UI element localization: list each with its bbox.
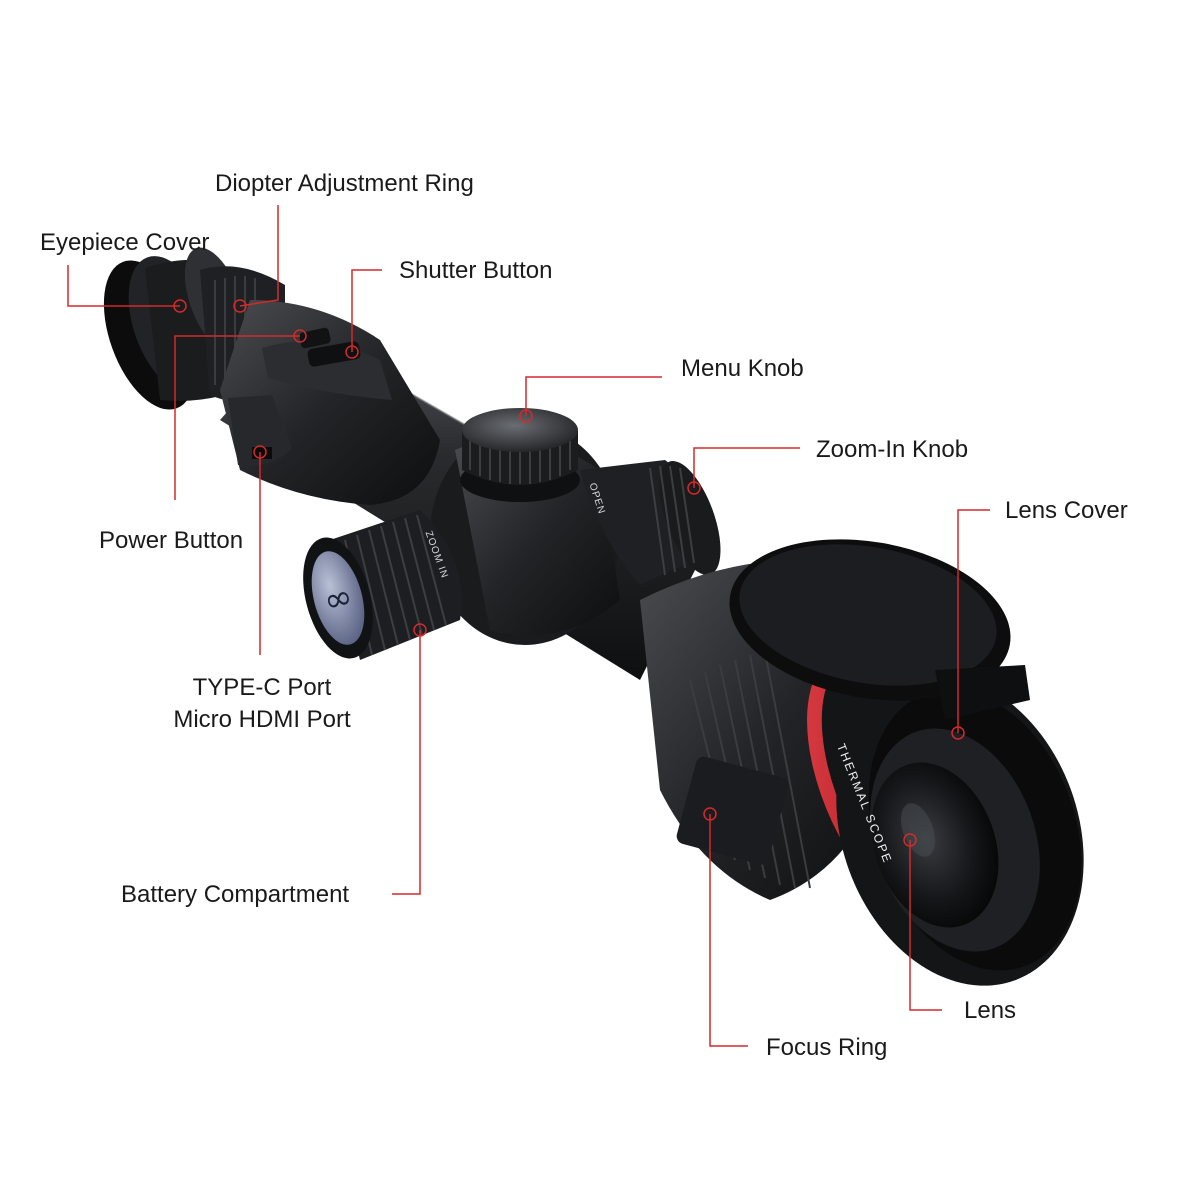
callout-dot-shutter xyxy=(345,345,359,359)
callout-dot-diopter xyxy=(233,299,247,313)
label-menu-knob: Menu Knob xyxy=(681,355,804,382)
power-button-shape xyxy=(299,327,331,349)
callout-dot-lens xyxy=(903,833,917,847)
callout-line-power-button xyxy=(174,335,300,500)
callout-dot-lens-cover xyxy=(951,726,965,740)
label-diopter-adjustment-ring: Diopter Adjustment Ring xyxy=(215,170,474,197)
callout-line-zoom-in-knob xyxy=(693,447,800,488)
callout-dot-power-button xyxy=(293,329,307,343)
callout-line-diopter xyxy=(239,205,279,307)
lens-glass xyxy=(871,762,999,928)
label-zoom-in-knob: Zoom-In Knob xyxy=(816,436,969,463)
menu-knob-shape xyxy=(460,408,580,502)
label-eyepiece-cover: Eyepiece Cover xyxy=(40,229,210,256)
label-lens: Lens xyxy=(964,997,1017,1024)
callout-line-shutter xyxy=(351,269,382,352)
label-shutter-button: Shutter Button xyxy=(399,257,553,284)
callout-line-eyepiece xyxy=(67,265,180,307)
callout-dot-zoom-in-knob xyxy=(687,481,701,495)
callout-line-menu-knob xyxy=(525,376,662,416)
label-micro-hdmi-port: Micro HDMI Port xyxy=(173,706,351,733)
callout-line-lens-cover xyxy=(957,509,990,733)
logo-cap xyxy=(311,551,365,645)
lens-assembly xyxy=(836,674,1084,986)
label-lens-cover: Lens Cover xyxy=(1005,497,1128,524)
callout-dot-battery xyxy=(413,623,427,637)
callout-dot-ports xyxy=(253,445,267,459)
label-battery-compartment: Battery Compartment xyxy=(121,881,350,908)
callout-line-battery xyxy=(392,630,421,895)
label-type-c-port: TYPE-C Port xyxy=(192,674,332,701)
zoom-knob-left-shape: ∞ xyxy=(303,510,462,660)
callout-line-focus-ring xyxy=(709,814,748,1047)
callout-line-lens xyxy=(909,840,942,1011)
port-cover-shape xyxy=(228,395,292,466)
zoom-in-knob-shape xyxy=(580,460,721,585)
callout-lines xyxy=(67,205,990,1047)
label-power-button: Power Button xyxy=(99,527,244,554)
callout-dot-eyepiece xyxy=(173,299,187,313)
control-housing xyxy=(220,300,440,505)
callout-dot-menu-knob xyxy=(519,409,533,423)
battery-compartment-shape xyxy=(676,756,789,865)
callout-dot-focus-ring xyxy=(703,807,717,821)
label-focus-ring: Focus Ring xyxy=(766,1034,888,1061)
